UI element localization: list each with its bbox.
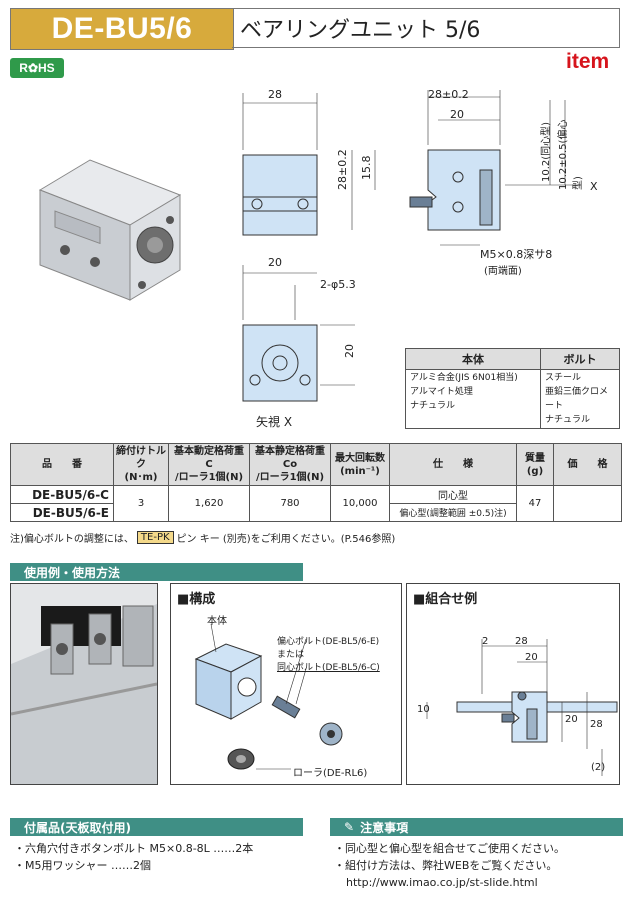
view-x-holes-dim: 2-φ5.3	[320, 278, 356, 291]
side-height-dim: 28±0.2	[336, 149, 349, 190]
front-width-dim: 28	[268, 88, 282, 101]
col-dyn: 基本動定格荷重 C/ローラ1個(N)	[168, 443, 250, 486]
side-inner-width-dim: 20	[450, 108, 464, 121]
material-bolt-line: ナチュラル	[545, 415, 591, 425]
list-item: ・組付け方法は、弊社WEBをご覧ください。	[334, 859, 558, 872]
note-tag: TE-PK	[136, 531, 174, 544]
dyn-load-value: 1,620	[168, 485, 250, 522]
materials-header-body: 本体	[405, 348, 541, 370]
side-view-drawing	[351, 90, 580, 246]
label-roller: ローラ(DE-RL6)	[293, 768, 368, 779]
front-view-drawing	[242, 93, 318, 236]
side-mid-height-dim: 15.8	[360, 155, 373, 181]
product-name: ベアリングユニット 5/6	[232, 8, 620, 48]
list-item: ・同心型と偏心型を組合せてご使用ください。	[334, 842, 565, 855]
col-spec: 仕 様	[389, 443, 517, 486]
material-bolt-line: スチール	[545, 373, 582, 383]
rpm-value: 10,000	[330, 485, 390, 522]
product-code: DE-BU5/6	[10, 8, 234, 50]
col-stat: 基本静定格荷重 Co/ローラ1個(N)	[249, 443, 331, 486]
col-mass: 質量(g)	[516, 443, 554, 486]
combo-dim-10: 10	[417, 704, 430, 715]
cautions-title-text: 注意事項	[360, 820, 409, 835]
side-total-width-dim: 28±0.2	[428, 88, 469, 101]
eccentric-dim: 10.2±0.5(偏心型)	[558, 119, 584, 190]
materials-table: 本体 ボルト アルミ合金(JIS 6N01相当) アルマイト処理 ナチュラル ス…	[405, 348, 620, 429]
brand-logo: item	[566, 50, 610, 73]
accessories-list: ・六角穴付きボタンボルト M5×0.8-8L ……2本 ・M5用ワッシャー ………	[14, 840, 253, 874]
bolt-note-2: (両端面)	[484, 266, 522, 277]
torque-value: 3	[113, 485, 169, 522]
product-photo	[38, 159, 182, 301]
accessories-title: 付属品(天板取付用)	[10, 818, 303, 836]
adjustment-note: 注)偏心ボルトの調整には、 TE-PK ピン キー (別売)をご利用ください。(…	[10, 530, 395, 545]
combination-title: ■組合せ例	[413, 592, 478, 607]
usage-section-title: 使用例・使用方法	[10, 563, 303, 581]
combo-dim-28-v: 28	[590, 719, 603, 730]
combo-dim-2: 2	[482, 636, 489, 647]
table-row-code: DE-BU5/6-E	[10, 503, 114, 522]
col-torque: 締付けトルク(N･m)	[113, 443, 169, 486]
cautions-list: ・同心型と偏心型を組合せてご使用ください。 ・組付け方法は、弊社WEBをご覧くだ…	[334, 840, 565, 891]
composition-title: ■構成	[177, 592, 216, 607]
price-value	[553, 485, 622, 522]
view-x-drawing	[242, 265, 355, 402]
note-suffix: ピン キー (別売)をご利用ください。(P.546参照)	[176, 534, 396, 545]
combo-dim-20-v: 20	[565, 714, 578, 725]
label-con-bolt: 同心ボルト(DE-BL5/6-C)	[277, 663, 380, 673]
note-prefix: 注)偏心ボルトの調整には、	[10, 534, 134, 545]
materials-header-bolt: ボルト	[540, 348, 620, 370]
view-x-caption: 矢視 X	[256, 415, 293, 429]
mass-value: 47	[516, 485, 554, 522]
material-body-line: アルミ合金(JIS 6N01相当)	[410, 373, 518, 383]
col-price: 価 格	[553, 443, 622, 486]
concentric-dim: 10.2(同心型)	[541, 121, 552, 182]
list-item: ・M5用ワッシャー ……2個	[14, 859, 151, 872]
stat-load-value: 780	[249, 485, 331, 522]
col-code: 品 番	[10, 443, 114, 486]
list-item: ・六角穴付きボタンボルト M5×0.8-8L ……2本	[14, 842, 254, 855]
composition-diagram	[194, 623, 343, 770]
label-ecc-bolt: 偏心ボルト(DE-BL5/6-E)	[277, 637, 380, 647]
table-row-code: DE-BU5/6-C	[10, 485, 114, 504]
combination-diagram	[426, 639, 618, 776]
material-bolt-line: 亜鉛三価クロメート	[545, 387, 609, 411]
rohs-badge: R✿HS	[10, 58, 64, 78]
col-rpm: 最大回転数(min⁻¹)	[330, 443, 390, 486]
web-link[interactable]: http://www.imao.co.jp/st-slide.html	[346, 876, 538, 889]
view-x-width-dim: 20	[268, 256, 282, 269]
combo-dim-2-v: (2)	[591, 762, 606, 773]
spec-table: 品 番 締付けトルク(N･m) 基本動定格荷重 C/ローラ1個(N) 基本静定格…	[10, 443, 622, 522]
wrench-icon: ✎	[344, 820, 355, 834]
spec-value: 同心型	[389, 485, 517, 504]
spec-value: 偏心型(調整範囲 ±0.5)注)	[389, 503, 517, 522]
material-body-line: ナチュラル	[410, 401, 456, 411]
label-or: または	[277, 650, 305, 660]
combo-dim-20: 20	[525, 652, 538, 663]
x-direction-label: X	[590, 180, 598, 193]
cautions-title: ✎ 注意事項	[330, 818, 623, 836]
bolt-note-1: M5×0.8深サ8	[480, 248, 553, 261]
combination-panel: ■組合せ例 2 28 20 10 20 28 (2)	[406, 583, 620, 785]
usage-photo	[10, 583, 158, 785]
label-body: 本体	[207, 616, 227, 627]
material-body-line: アルマイト処理	[410, 387, 473, 397]
composition-panel: ■構成 本体 偏心ボルト(DE-BL5/6-E) または 同心ボルト(DE-BL…	[170, 583, 402, 785]
combo-dim-28: 28	[515, 636, 528, 647]
view-x-height-dim: 20	[343, 344, 356, 358]
